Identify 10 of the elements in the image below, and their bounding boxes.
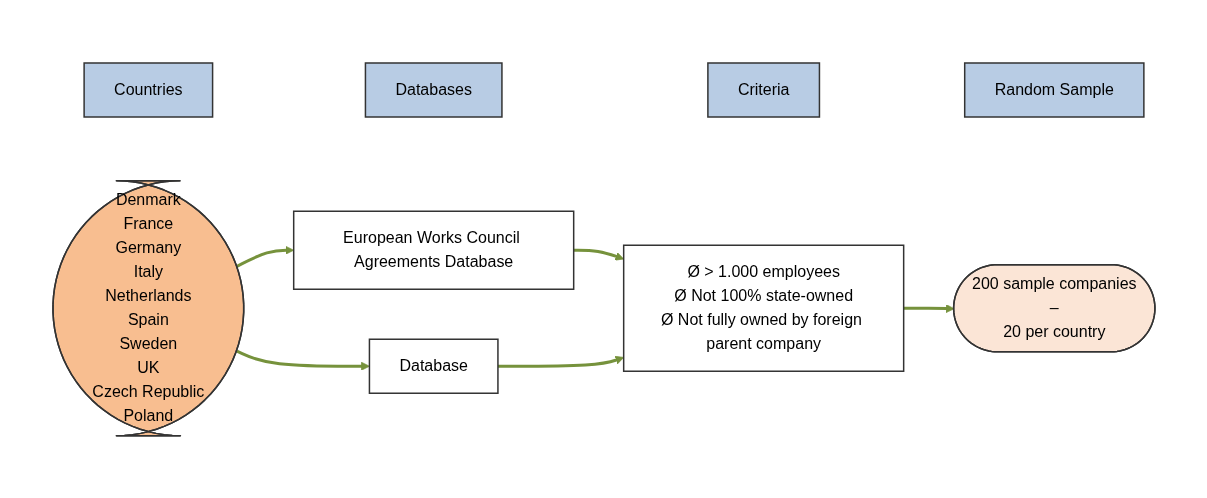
node-box: Criteria <box>706 61 820 118</box>
node-box: Random Sample <box>963 61 1145 118</box>
arrow <box>497 355 624 368</box>
arrow <box>235 245 294 268</box>
node-box: Countries <box>82 61 213 118</box>
node-box: Database <box>368 338 499 394</box>
node-box: Ø > 1.000 employees Ø Not 100% state-owned Ø Not fully owned by foreign parent company <box>622 244 904 372</box>
node-box: European Works Council Agreements Database <box>292 210 574 290</box>
node-box: Databases <box>364 61 503 118</box>
arrow <box>573 248 624 261</box>
